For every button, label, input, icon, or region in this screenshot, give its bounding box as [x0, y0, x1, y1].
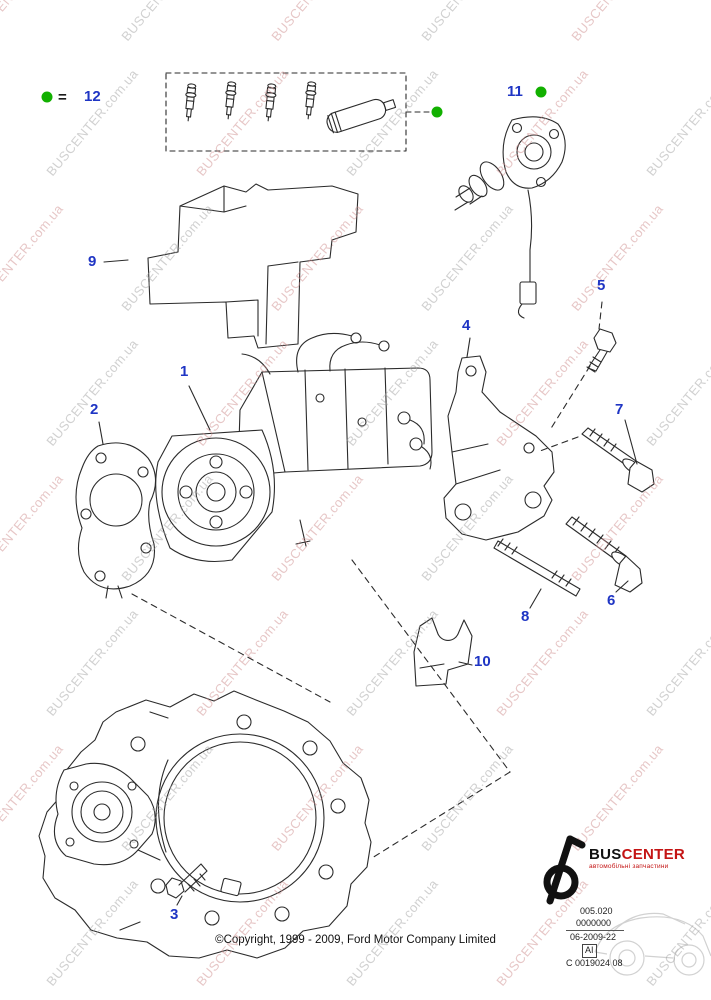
engine-housing-drawing	[38, 690, 372, 959]
solenoid-drawing	[454, 116, 566, 319]
brand-name-bus: BUS	[589, 846, 622, 863]
gasket-drawing	[75, 442, 157, 599]
bracket-drawing	[443, 355, 555, 541]
injector-kit-drawing	[165, 72, 430, 152]
bolt3-drawing	[165, 863, 208, 899]
brand-name: BUSCENTER	[589, 846, 685, 863]
brand-block: BUSCENTER автомобільні запчастини 005.02…	[540, 834, 711, 969]
catalog-code-4: AI	[582, 944, 597, 958]
injection-pump-drawing	[155, 332, 433, 563]
stud8-drawing	[493, 538, 581, 597]
brand-name-center: CENTER	[621, 846, 686, 863]
catalog-code-3: 06-2009-22	[570, 932, 617, 943]
catalog-code-1: 005.020	[580, 906, 613, 916]
brand-tagline: автомобільні запчастини	[589, 863, 669, 870]
bolt6-drawing	[565, 516, 643, 593]
bracket10-drawing	[413, 617, 473, 687]
catalog-divider	[566, 930, 624, 932]
brand-logo	[543, 835, 586, 905]
copyright-text: ©Copyright, 1999 - 2009, Ford Motor Comp…	[215, 934, 496, 946]
cover-drawing	[147, 183, 359, 349]
catalog-codes: 005.020 0000000 06-2009-22 AI C 0019024 …	[566, 906, 711, 969]
alignment-dashes	[131, 301, 603, 859]
legend-dot	[41, 91, 53, 103]
leader-lines	[98, 259, 638, 906]
callout11-dot	[535, 86, 547, 98]
bolt7-drawing	[581, 427, 655, 493]
kit-dot	[431, 106, 443, 118]
car-sketch	[594, 912, 711, 976]
bolt5-drawing	[586, 328, 617, 373]
catalog-code-5: C 0019024 08	[566, 957, 623, 968]
sealant-tube-drawing	[326, 98, 397, 134]
brand-text: BUSCENTER автомобільні запчастини	[589, 846, 685, 870]
catalog-code-2: 0000000	[576, 917, 612, 928]
